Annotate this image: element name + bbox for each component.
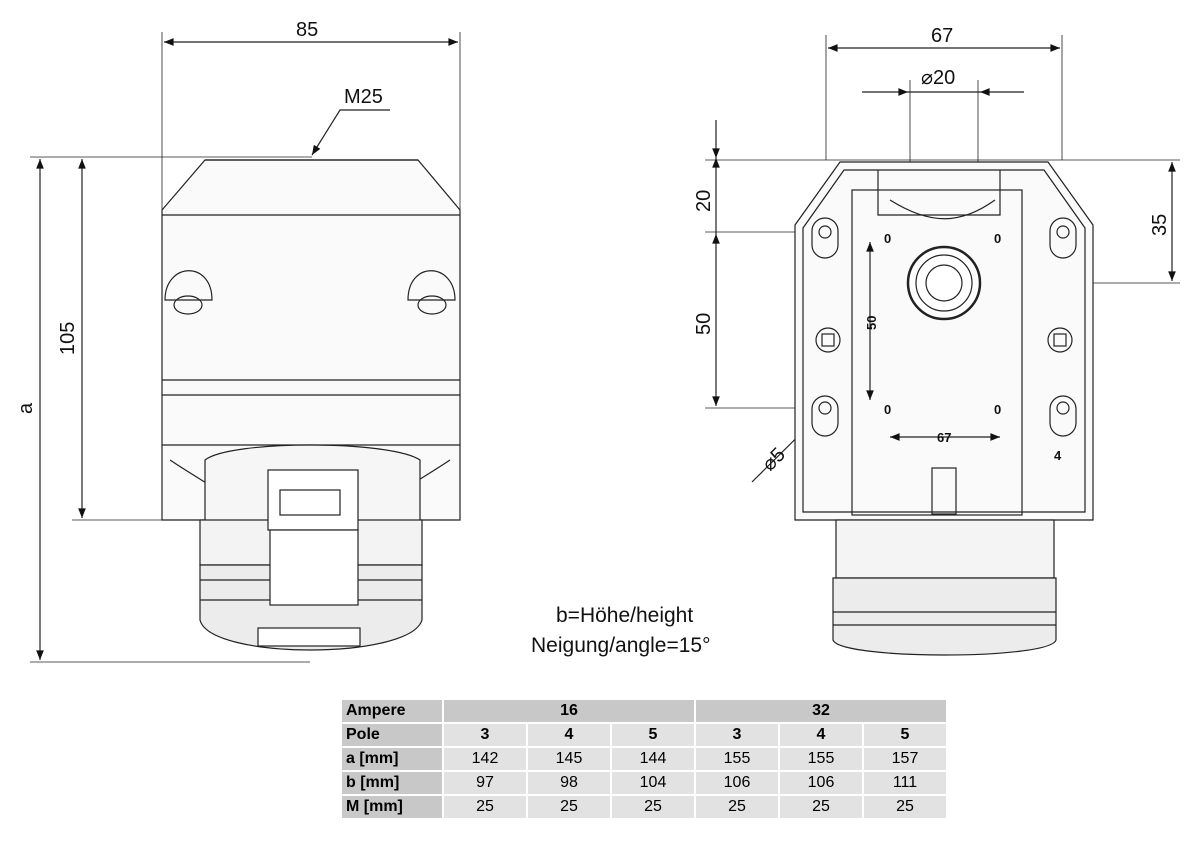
table-cell: 4 (780, 724, 862, 746)
angle-note: Neigung/angle=15° (531, 634, 711, 657)
table-cell: 155 (780, 748, 862, 770)
marker-4: 4 (1054, 448, 1062, 463)
back-view (705, 35, 1180, 656)
inner-50-label: 50 (864, 316, 879, 330)
table-cell: 98 (528, 772, 610, 794)
table-cell: 142 (444, 748, 526, 770)
table-cell: 25 (444, 796, 526, 818)
table-row: Ampere 16 32 (342, 700, 946, 722)
marker-0-top-right: 0 (994, 231, 1001, 246)
table-cell: 25 (780, 796, 862, 818)
table-cell: 25 (528, 796, 610, 818)
width-67-label: 67 (931, 25, 953, 47)
a-label: a [mm] (342, 748, 442, 770)
table-row: Pole 3 4 5 3 4 5 (342, 724, 946, 746)
table-cell: 5 (612, 724, 694, 746)
thread-m25-label: M25 (344, 86, 383, 108)
height-105-label: 105 (57, 322, 79, 355)
inner-67-label: 67 (937, 430, 951, 445)
table-cell: 25 (696, 796, 778, 818)
table-cell: 5 (864, 724, 946, 746)
table-row: a [mm] 142 145 144 155 155 157 (342, 748, 946, 770)
table-row: b [mm] 97 98 104 106 106 111 (342, 772, 946, 794)
table-cell: 144 (612, 748, 694, 770)
table-cell: 3 (696, 724, 778, 746)
table-cell: 97 (444, 772, 526, 794)
offset-20-label: 20 (693, 190, 715, 212)
table-cell: 145 (528, 748, 610, 770)
ampere-32-header: 32 (696, 700, 946, 722)
table-cell: 155 (696, 748, 778, 770)
dimension-table: Ampere 16 32 Pole 3 4 5 3 4 5 a [mm] 142… (340, 698, 948, 820)
table-cell: 25 (864, 796, 946, 818)
height-note: b=Höhe/height (556, 604, 694, 627)
table-cell: 111 (864, 772, 946, 794)
marker-0-top-left: 0 (884, 231, 891, 246)
table-cell: 157 (864, 748, 946, 770)
table-cell: 106 (780, 772, 862, 794)
diameter-20-label: ⌀20 (921, 67, 955, 89)
table-cell: 3 (444, 724, 526, 746)
height-a-label: a (15, 402, 37, 414)
b-label: b [mm] (342, 772, 442, 794)
side-view (30, 32, 461, 663)
ampere-16-header: 16 (444, 700, 694, 722)
table-cell: 25 (612, 796, 694, 818)
table-cell: 106 (696, 772, 778, 794)
width-85-label: 85 (296, 19, 318, 41)
spacing-50-label: 50 (693, 313, 715, 335)
m25-leader (311, 109, 390, 156)
offset-35-label: 35 (1149, 214, 1171, 236)
marker-0-bottom-left: 0 (884, 402, 891, 417)
table-cell: 104 (612, 772, 694, 794)
ampere-label: Ampere (342, 700, 442, 722)
marker-0-bottom-right: 0 (994, 402, 1001, 417)
table-row: M [mm] 25 25 25 25 25 25 (342, 796, 946, 818)
pole-label: Pole (342, 724, 442, 746)
m-label: M [mm] (342, 796, 442, 818)
table-cell: 4 (528, 724, 610, 746)
